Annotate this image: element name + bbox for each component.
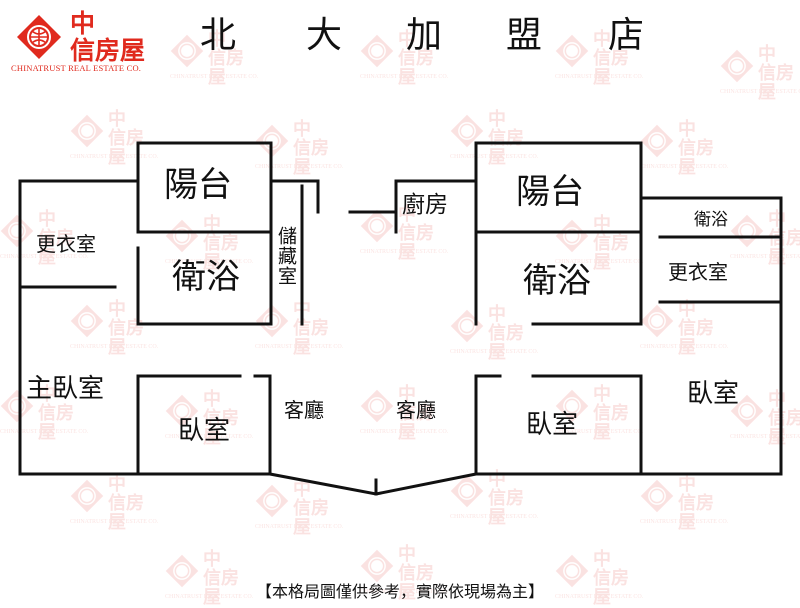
room-label-storage: 儲藏室 <box>275 226 297 286</box>
room-label-right-living-room: 客廳 <box>396 398 436 422</box>
wall-outer-right <box>639 196 783 476</box>
disclaimer-footer: 【本格局圖僅供參考，實際依現場為主】 <box>255 582 544 601</box>
brand-line-1: 中 <box>70 9 96 38</box>
company-logo: 中 信房屋 CHINATRUST REAL ESTATE CO. <box>8 6 148 73</box>
brand-line-2: 信房屋 <box>70 36 146 65</box>
room-label-left-bathroom: 衛浴 <box>172 257 240 297</box>
room-label-kitchen: 廚房 <box>402 192 448 218</box>
wall-bay-window <box>268 472 478 496</box>
title-char-3: 加 <box>406 15 443 56</box>
title-char-2: 大 <box>306 15 343 56</box>
room-label-right-small-bathroom: 衛浴 <box>694 210 728 230</box>
room-label-right-far-bedroom: 臥室 <box>687 379 740 409</box>
room-label-right-closet: 更衣室 <box>668 260 728 284</box>
wall-outer-left <box>18 179 140 476</box>
brand-name: 中 信房屋 <box>70 10 160 64</box>
house-logo-icon <box>17 15 61 59</box>
wall-left-bathroom <box>136 230 273 326</box>
title-char-4: 盟 <box>506 15 543 56</box>
page-title: 北 大 加 盟 店 <box>200 12 660 62</box>
wall-left-bedroom <box>136 374 272 476</box>
wall-right-bedroom <box>474 374 643 476</box>
room-label-right-bedroom: 臥室 <box>526 410 579 440</box>
wall-right-bathroom <box>474 230 643 326</box>
room-label-left-bedroom: 臥室 <box>178 416 231 446</box>
wall-kitchen <box>348 179 478 234</box>
room-label-left-closet: 更衣室 <box>36 232 96 256</box>
room-label-right-balcony: 陽台 <box>516 172 584 212</box>
room-label-master-bedroom: 主臥室 <box>26 374 105 404</box>
room-label-left-living-room: 客廳 <box>284 398 324 422</box>
room-label-left-balcony: 陽台 <box>164 165 232 205</box>
brand-subtitle: CHINATRUST REAL ESTATE CO. <box>11 63 142 73</box>
room-label-right-bathroom: 衛浴 <box>523 261 591 301</box>
title-char-5: 店 <box>608 15 645 56</box>
wall-outer-top-left <box>269 179 320 214</box>
title-char-1: 北 <box>200 15 237 56</box>
wall-left-balcony <box>136 141 273 234</box>
